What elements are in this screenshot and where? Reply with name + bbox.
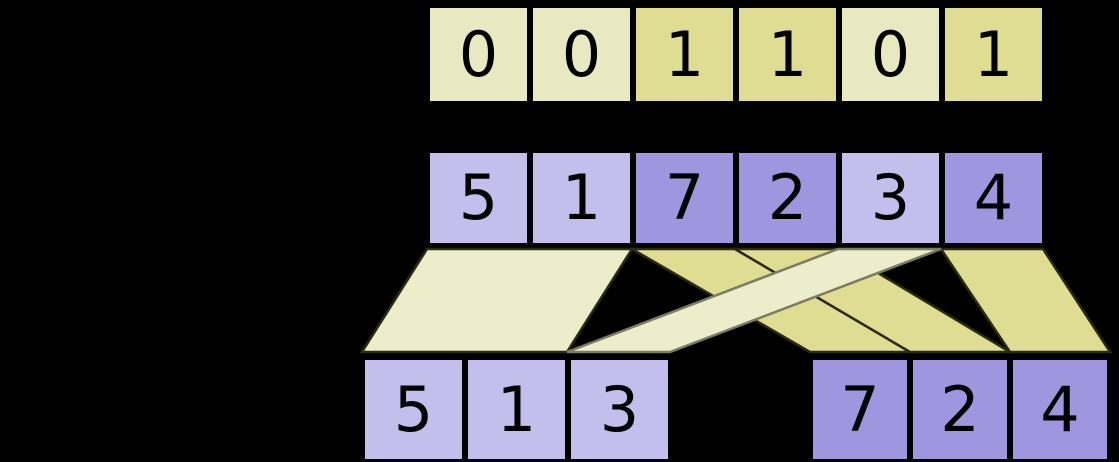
mask-cell-3[interactable]: 1 bbox=[736, 5, 839, 104]
dest-false-cell-1[interactable]: 1 bbox=[465, 357, 568, 462]
dest-true-cell-1[interactable]: 2 bbox=[910, 357, 1010, 462]
mask-row: 0 0 1 1 0 1 bbox=[427, 5, 1045, 104]
mask-cell-1[interactable]: 0 bbox=[530, 5, 633, 104]
destination-true-group: 7 2 4 bbox=[810, 357, 1110, 462]
mask-cell-2[interactable]: 1 bbox=[633, 5, 736, 104]
mask-cell-0[interactable]: 0 bbox=[427, 5, 530, 104]
mask-cell-5[interactable]: 1 bbox=[942, 5, 1045, 104]
source-cell-5[interactable]: 4 bbox=[942, 150, 1045, 246]
source-cell-1[interactable]: 1 bbox=[530, 150, 633, 246]
source-values-row: 5 1 7 2 3 4 bbox=[427, 150, 1045, 246]
mask-cell-4[interactable]: 0 bbox=[839, 5, 942, 104]
dest-false-cell-0[interactable]: 5 bbox=[362, 357, 465, 462]
destination-false-group: 5 1 3 bbox=[362, 357, 671, 462]
source-cell-3[interactable]: 2 bbox=[736, 150, 839, 246]
dest-true-cell-0[interactable]: 7 bbox=[810, 357, 910, 462]
dest-false-cell-2[interactable]: 3 bbox=[568, 357, 671, 462]
ribbon-5-1 bbox=[359, 247, 635, 354]
dest-true-cell-2[interactable]: 4 bbox=[1010, 357, 1110, 462]
source-cell-4[interactable]: 3 bbox=[839, 150, 942, 246]
source-cell-2[interactable]: 7 bbox=[633, 150, 736, 246]
source-cell-0[interactable]: 5 bbox=[427, 150, 530, 246]
ribbon-3 bbox=[566, 247, 942, 354]
ribbon-4 bbox=[938, 247, 1113, 354]
